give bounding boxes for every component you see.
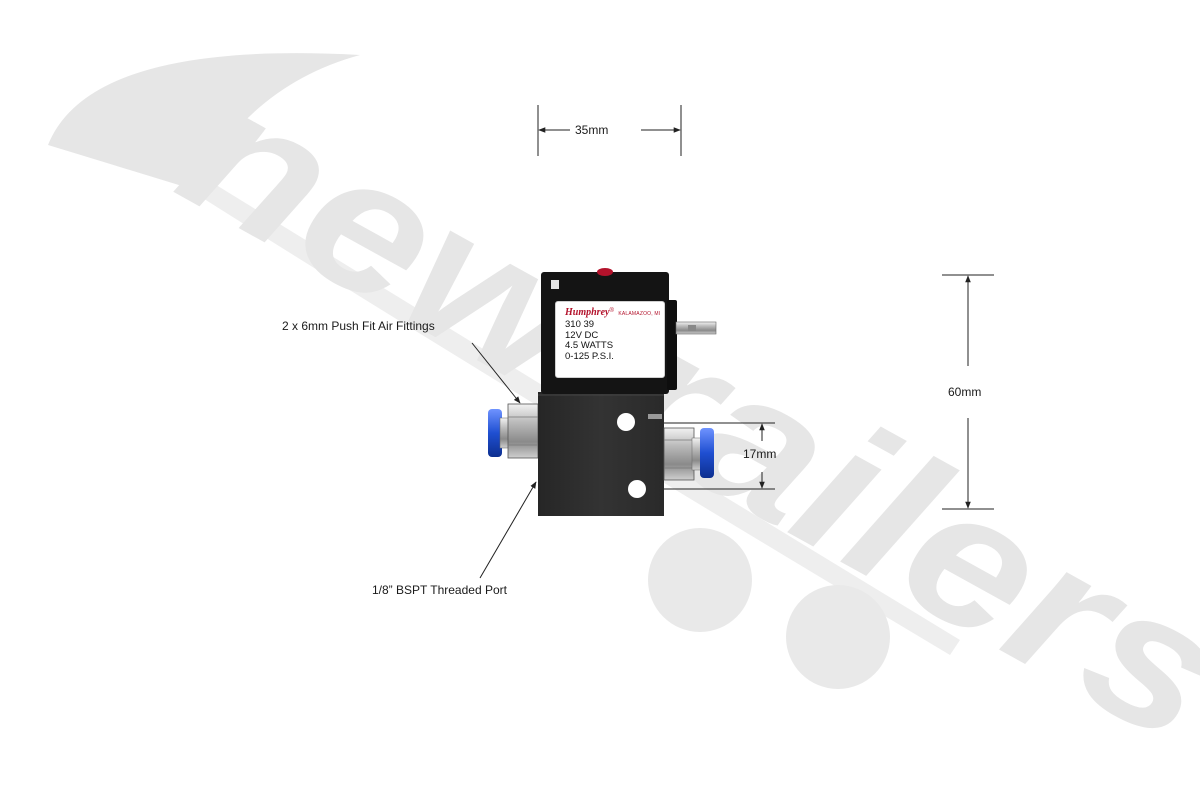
watermark-dot-1 — [648, 528, 752, 632]
width-dimension — [537, 105, 682, 156]
coil-top-marker — [551, 280, 559, 289]
watermark-swoosh — [48, 53, 360, 190]
manual-override-button — [597, 268, 613, 276]
part-number: 310 39 — [565, 319, 595, 330]
right-fitting-collet — [700, 428, 714, 478]
port-leader — [479, 481, 537, 579]
mounting-hole-bottom — [628, 480, 646, 498]
port-callout: 1/8” BSPT Threaded Port — [372, 583, 507, 597]
right-fitting-nut — [663, 427, 695, 481]
power-rating: 4.5 WATTS — [565, 340, 614, 351]
coil-side-tab — [667, 300, 677, 390]
voltage-rating: 12V DC — [565, 329, 599, 341]
port-spacing-dimension — [650, 422, 775, 490]
pressure-rating: 0-125 P.S.I. — [565, 350, 614, 362]
left-fitting — [488, 403, 539, 459]
left-fitting-collet — [488, 409, 502, 457]
product-label: Humphrey® KALAMAZOO, MI 310 39 12V DC 4.… — [555, 301, 665, 378]
fittings-leader — [471, 342, 521, 404]
valve-body — [538, 392, 664, 516]
mounting-hole-top — [617, 413, 635, 431]
right-fitting — [663, 427, 714, 481]
brand-registered-mark: ® — [609, 308, 614, 314]
brand-location: KALAMAZOO, MI — [618, 311, 661, 317]
height-dimension-label: 60mm — [948, 385, 982, 399]
fittings-callout: 2 x 6mm Push Fit Air Fittings — [282, 319, 435, 333]
brand-name: Humphrey — [565, 307, 610, 318]
height-dimension — [942, 274, 994, 510]
port-spacing-label: 17mm — [743, 447, 777, 461]
left-fitting-nut — [507, 403, 539, 459]
brand-row: Humphrey® KALAMAZOO, MI — [565, 305, 661, 320]
watermark-dot-2 — [786, 585, 890, 689]
width-dimension-label: 35mm — [575, 123, 609, 137]
